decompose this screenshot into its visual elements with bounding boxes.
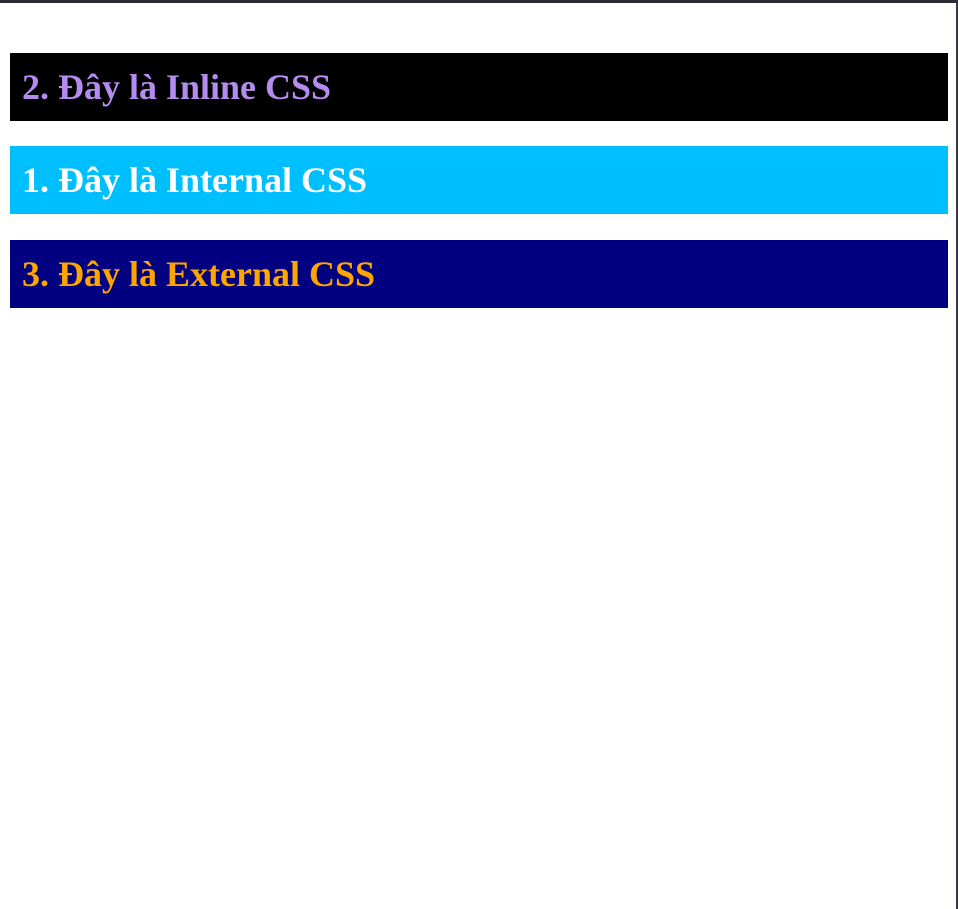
heading-internal-css: 1. Đây là Internal CSS bbox=[10, 146, 948, 215]
heading-external-css: 3. Đây là External CSS bbox=[10, 240, 948, 309]
page-viewport: 2. Đây là Inline CSS 1. Đây là Internal … bbox=[0, 3, 956, 909]
heading-inline-css: 2. Đây là Inline CSS bbox=[10, 53, 948, 122]
